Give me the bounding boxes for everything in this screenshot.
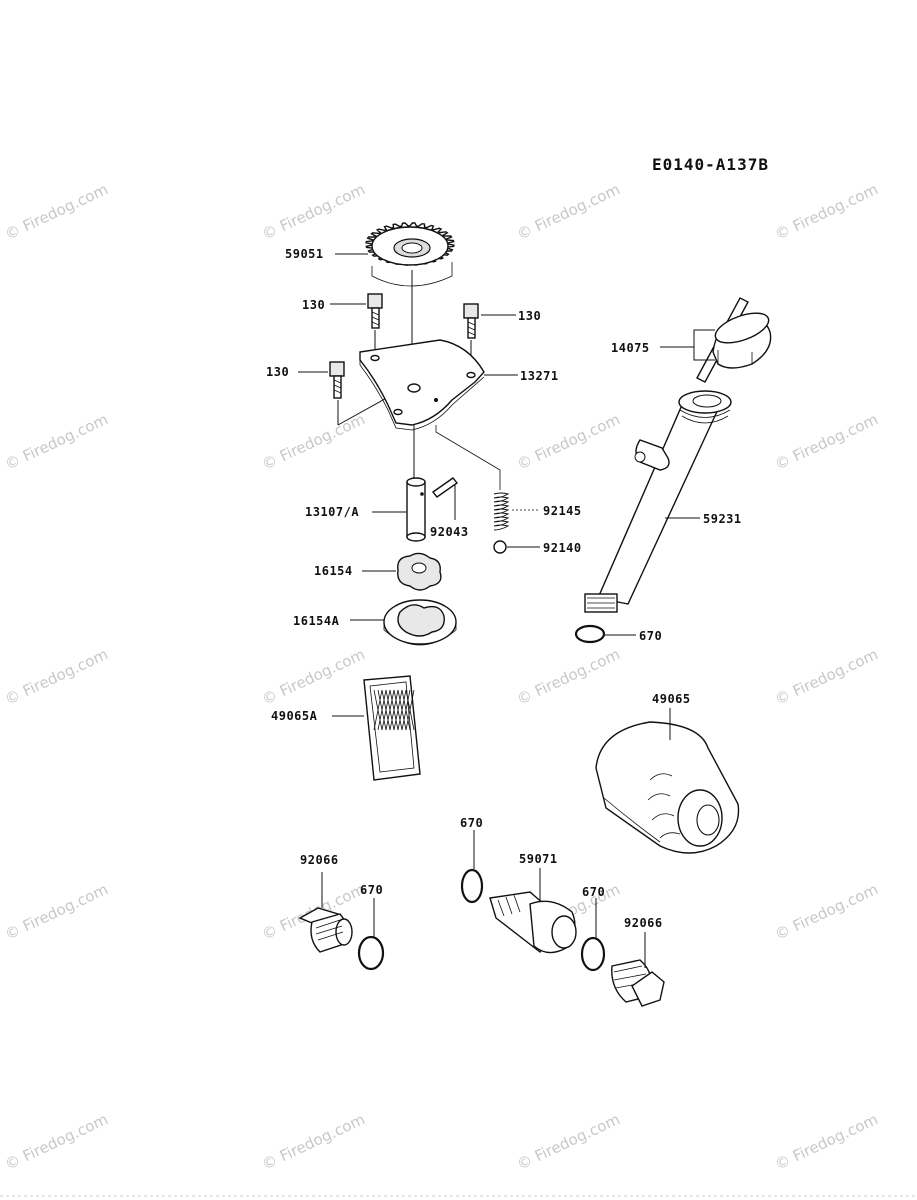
label-59051: 59051: [285, 247, 324, 261]
watermark-text: © Firedog.com: [514, 1110, 623, 1173]
watermark-text: © Firedog.com: [514, 645, 623, 708]
watermark-text: © Firedog.com: [2, 880, 111, 943]
label-92066-right: 92066: [624, 916, 663, 930]
rotor-outer-16154A[interactable]: [383, 599, 457, 646]
label-670-b: 670: [582, 885, 605, 899]
rotor-inner-16154[interactable]: [397, 552, 442, 591]
label-92145: 92145: [543, 504, 582, 518]
label-59071: 59071: [519, 852, 558, 866]
label-14075: 14075: [611, 341, 650, 355]
label-16154: 16154: [314, 564, 353, 578]
label-13271: 13271: [520, 369, 559, 383]
label-670-tube: 670: [639, 629, 662, 643]
pin-92043[interactable]: [431, 477, 459, 498]
watermark-text: © Firedog.com: [259, 1110, 368, 1173]
bolt-130-b[interactable]: [463, 303, 479, 339]
label-130-c: 130: [266, 365, 289, 379]
bolt-130-a[interactable]: [367, 293, 383, 329]
oring-670-c[interactable]: [357, 935, 385, 971]
label-130-b: 130: [518, 309, 541, 323]
watermark-text: © Firedog.com: [514, 410, 623, 473]
watermark-text: © Firedog.com: [772, 180, 881, 243]
watermark-text: © Firedog.com: [772, 645, 881, 708]
tube-59231[interactable]: [584, 390, 732, 613]
shaft-13107A[interactable]: [406, 477, 426, 542]
label-49065A: 49065A: [271, 709, 318, 723]
label-49065: 49065: [652, 692, 691, 706]
plug-92066-left[interactable]: [298, 907, 353, 953]
label-16154A: 16154A: [293, 614, 340, 628]
watermark-text: © Firedog.com: [772, 1110, 881, 1173]
gear-59051[interactable]: [365, 222, 455, 287]
label-59231: 59231: [703, 512, 742, 526]
watermark-text: © Firedog.com: [2, 645, 111, 708]
label-92043: 92043: [430, 525, 469, 539]
oring-670-b[interactable]: [580, 936, 606, 972]
label-670-a: 670: [460, 816, 483, 830]
spring-92145[interactable]: [492, 492, 510, 531]
watermark-text: © Firedog.com: [2, 410, 111, 473]
label-92066-left: 92066: [300, 853, 339, 867]
label-92140: 92140: [543, 541, 582, 555]
watermark-text: © Firedog.com: [514, 180, 623, 243]
watermark-text: © Firedog.com: [772, 880, 881, 943]
diagram-code: E0140-A137B: [652, 155, 769, 174]
bolt-130-c[interactable]: [329, 361, 345, 399]
cover-13271[interactable]: [359, 339, 485, 431]
watermark-text: © Firedog.com: [259, 645, 368, 708]
watermark-text: © Firedog.com: [2, 1110, 111, 1173]
label-670-c: 670: [360, 883, 383, 897]
label-13107A: 13107/A: [305, 505, 359, 519]
filter-49065[interactable]: [595, 721, 740, 854]
oring-670-a[interactable]: [460, 868, 484, 904]
oring-670-tube[interactable]: [574, 624, 606, 644]
watermark-text: © Firedog.com: [259, 410, 368, 473]
screen-49065A[interactable]: [363, 675, 421, 781]
watermark-text: © Firedog.com: [259, 180, 368, 243]
ball-92140[interactable]: [493, 540, 507, 554]
label-130-a: 130: [302, 298, 325, 312]
plug-92066-right[interactable]: [611, 959, 665, 1007]
watermark-text: © Firedog.com: [2, 180, 111, 243]
fitting-59071[interactable]: [489, 891, 577, 954]
watermark-text: © Firedog.com: [772, 410, 881, 473]
cap-14075[interactable]: [696, 297, 772, 383]
